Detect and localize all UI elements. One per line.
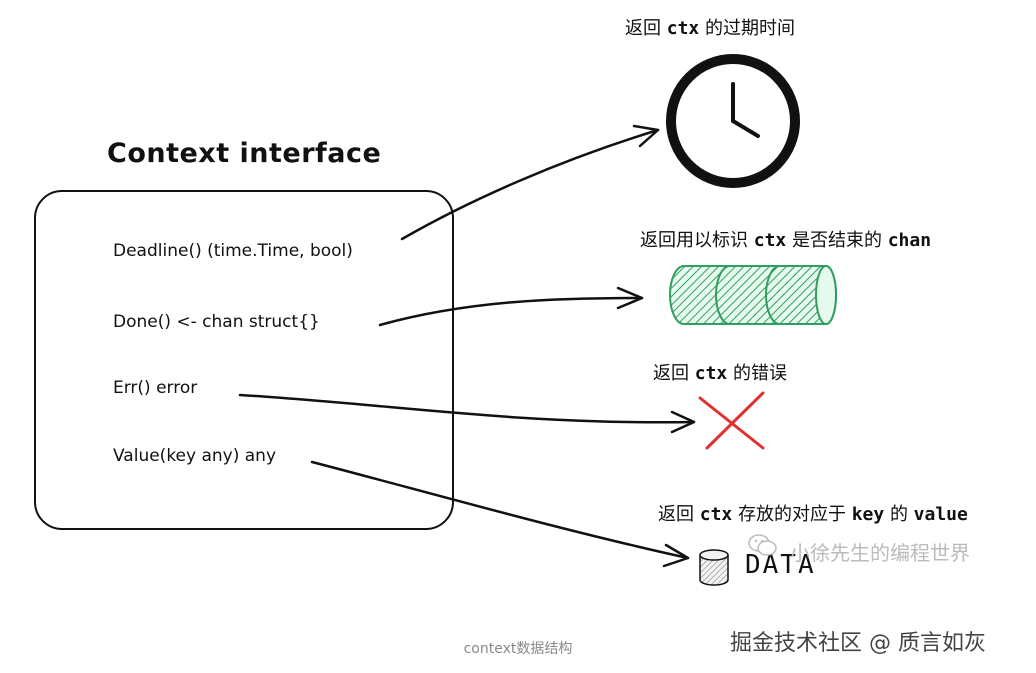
data-label: DATA bbox=[745, 550, 816, 580]
arrow-err-head bbox=[670, 410, 696, 434]
figure-caption: context数据结构 bbox=[463, 641, 573, 657]
method-done: Done() <- chan struct{} bbox=[113, 312, 320, 332]
method-err: Err() error bbox=[113, 378, 198, 398]
channel-pipe-icon bbox=[669, 265, 837, 325]
label-deadline: 返回 ctx 的过期时间 bbox=[625, 18, 795, 39]
arrow-done-head bbox=[616, 286, 644, 310]
method-deadline: Deadline() (time.Time, bool) bbox=[113, 241, 353, 261]
error-cross-icon bbox=[698, 391, 765, 450]
method-value: Value(key any) any bbox=[113, 446, 277, 466]
interface-title: Context interface bbox=[107, 138, 382, 169]
arrow-err bbox=[238, 393, 696, 424]
label-done: 返回用以标识 ctx 是否结束的 chan bbox=[640, 230, 932, 251]
watermark-site: 掘金技术社区 @ 质言如灰 bbox=[730, 631, 986, 656]
arrow-deadline bbox=[400, 128, 660, 241]
interface-box bbox=[34, 190, 454, 530]
arrow-done bbox=[378, 296, 644, 327]
watermark-channel: 小徐先生的编程世界 bbox=[790, 541, 970, 565]
arrow-value bbox=[310, 460, 690, 560]
database-icon bbox=[699, 549, 729, 586]
arrow-deadline-head bbox=[632, 124, 660, 148]
label-value: 返回 ctx 存放的对应于 key 的 value bbox=[658, 504, 968, 525]
clock-icon bbox=[666, 54, 800, 188]
arrow-value-head bbox=[662, 543, 690, 568]
wechat-icon bbox=[748, 534, 777, 556]
label-err: 返回 ctx 的错误 bbox=[653, 363, 787, 384]
